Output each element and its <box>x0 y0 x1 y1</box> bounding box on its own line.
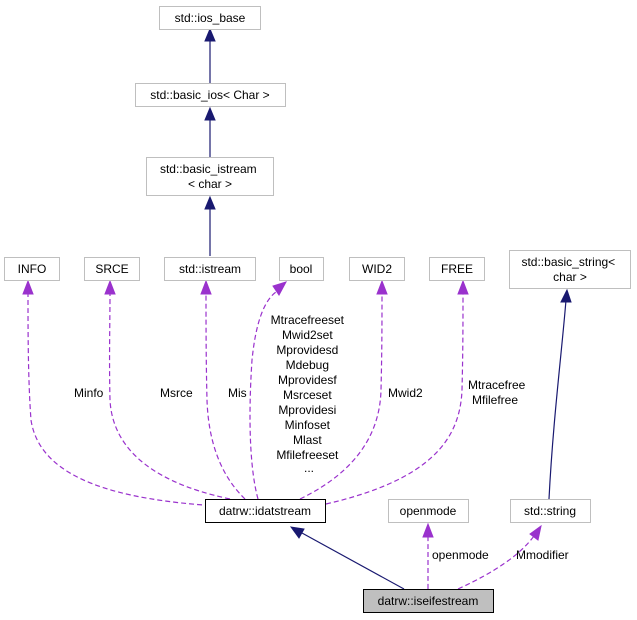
node-free[interactable]: FREE <box>429 257 485 281</box>
arrow-head <box>560 288 572 303</box>
edge-bool-members <box>249 291 277 500</box>
node-label: bool <box>290 262 313 276</box>
node-openmode[interactable]: openmode <box>388 499 469 523</box>
node-wid2[interactable]: WID2 <box>349 257 405 281</box>
node-label: WID2 <box>362 262 392 276</box>
node-label: std::basic_istream < char > <box>160 162 260 191</box>
arrow-head <box>204 106 216 121</box>
label-line: Mtracefree <box>468 378 526 392</box>
edge-msrce <box>108 293 231 500</box>
edge-mis <box>205 293 246 500</box>
arrow-head <box>204 195 216 210</box>
label-openmode: openmode <box>432 548 489 562</box>
node-box <box>205 499 326 523</box>
node-istream[interactable]: std::istream <box>164 257 256 281</box>
label-line: Mwid2set <box>282 328 333 342</box>
label-free-members: Mtracefree Mfilefree <box>468 378 529 407</box>
node-box <box>146 157 274 196</box>
arrow-head <box>376 279 388 295</box>
edges <box>22 27 572 590</box>
node-idatstream[interactable]: datrw::idatstream <box>205 499 326 523</box>
edge-string-to-basic-string <box>548 299 567 500</box>
node-label: SRCE <box>95 262 128 276</box>
label-mwid2: Mwid2 <box>388 386 423 400</box>
label-line: Msrceset <box>283 388 332 402</box>
node-label: std::ios_base <box>175 11 246 25</box>
arrow-head <box>422 522 434 538</box>
edge-iseifestream-to-idatstream <box>301 532 405 590</box>
node-box <box>279 257 324 281</box>
label-msrce: Msrce <box>160 386 193 400</box>
node-label: std::basic_string< char > <box>521 255 618 284</box>
node-label: datrw::idatstream <box>219 504 311 518</box>
label-mis: Mis <box>228 386 247 400</box>
node-string[interactable]: std::string <box>510 499 591 523</box>
label-line: Mlast <box>293 433 322 447</box>
node-basic-istream[interactable]: std::basic_istream < char > <box>146 157 274 196</box>
edge-minfo <box>27 293 219 507</box>
node-bool[interactable]: bool <box>279 257 324 281</box>
label-line: char > <box>553 270 587 284</box>
node-box <box>4 257 60 281</box>
label-minfo: Minfo <box>74 386 104 400</box>
label-line: Mdebug <box>286 358 329 372</box>
node-label: datrw::iseifestream <box>378 594 479 608</box>
arrow-head <box>529 524 542 541</box>
arrow-head <box>104 279 116 295</box>
label-line: Mprovidesd <box>276 343 338 357</box>
node-box <box>159 6 261 30</box>
arrow-head <box>200 279 212 295</box>
label-line: < char > <box>188 177 232 191</box>
node-label: FREE <box>441 262 473 276</box>
node-label: INFO <box>18 262 47 276</box>
label-line: Minfoset <box>285 418 331 432</box>
node-label: std::string <box>524 504 576 518</box>
edge-mmodifier <box>457 535 535 590</box>
node-box <box>363 589 494 613</box>
label-line: Mprovidesf <box>278 373 337 387</box>
label-mmodifier: Mmodifier <box>516 548 569 562</box>
node-box <box>135 83 286 107</box>
node-label: std::istream <box>179 262 241 276</box>
node-box <box>429 257 485 281</box>
node-box <box>509 250 631 289</box>
arrow-head <box>22 279 34 295</box>
arrow-head <box>457 279 469 295</box>
label-line: Mtracefreeset <box>271 313 345 327</box>
node-info[interactable]: INFO <box>4 257 60 281</box>
label-line: Mfilefreeset <box>276 448 339 462</box>
node-box <box>510 499 591 523</box>
node-box <box>388 499 469 523</box>
node-box <box>164 257 256 281</box>
label-line: Mfilefree <box>472 393 518 407</box>
label-line: Mprovidesi <box>278 403 336 417</box>
label-line: std::basic_istream <box>160 162 257 176</box>
arrow-head <box>204 27 216 42</box>
edge-free-members <box>325 293 464 505</box>
node-box <box>349 257 405 281</box>
node-srce[interactable]: SRCE <box>84 257 140 281</box>
edge-mwid2 <box>299 293 383 500</box>
label-line: std::basic_string< <box>521 255 615 269</box>
label-bool-members: Mtracefreeset Mwid2set Mprovidesd Mdebug… <box>271 313 348 475</box>
arrow-head <box>289 526 305 539</box>
node-box <box>84 257 140 281</box>
node-ios-base[interactable]: std::ios_base <box>159 6 261 30</box>
node-label: openmode <box>400 504 457 518</box>
arrow-head <box>272 281 288 296</box>
node-basic-ios[interactable]: std::basic_ios< Char > <box>135 83 286 107</box>
label-line: ... <box>304 461 314 475</box>
node-iseifestream: datrw::iseifestream <box>363 589 494 613</box>
node-basic-string[interactable]: std::basic_string< char > <box>509 250 631 289</box>
node-label: std::basic_ios< Char > <box>150 88 269 102</box>
edge-labels: Minfo Msrce Mis Mtracefreeset Mwid2set M… <box>74 313 569 562</box>
